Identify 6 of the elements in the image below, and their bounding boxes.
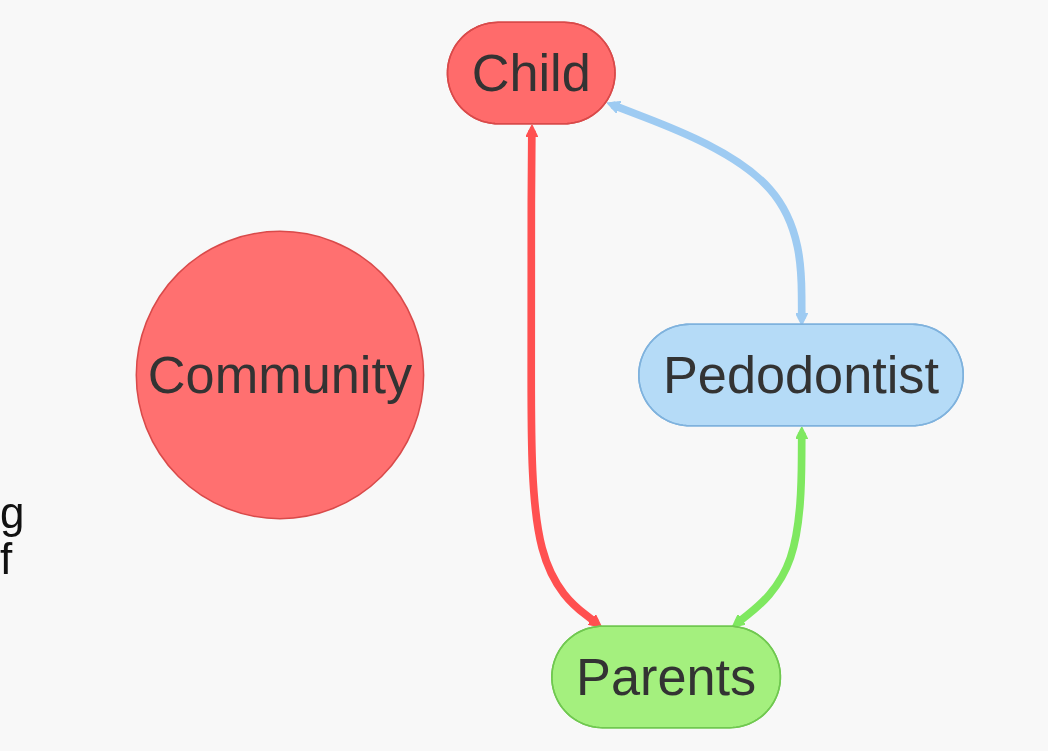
cut-off-text: g [0,490,25,536]
arrow [606,101,809,326]
cut-off-text: f [0,536,13,582]
arrow [731,426,809,628]
arrow [525,124,603,628]
node-circle: Community [135,230,425,520]
